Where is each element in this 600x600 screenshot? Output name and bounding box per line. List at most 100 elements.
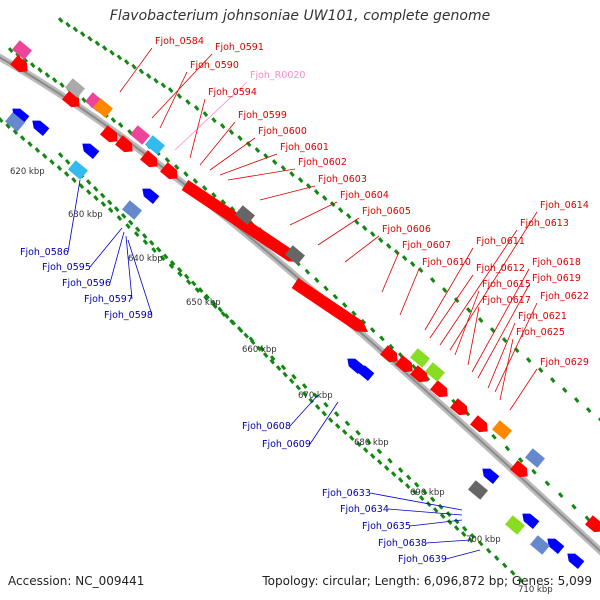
reverse-cds-arrow <box>32 120 50 136</box>
leader-line <box>445 549 481 560</box>
tick-dot <box>376 448 383 455</box>
tick-dot <box>85 179 92 185</box>
forward-cds-arrow <box>585 515 600 533</box>
tick-dot <box>361 225 368 231</box>
tick-dot <box>93 195 99 201</box>
tick-dot <box>65 21 71 28</box>
tick-dot <box>87 35 93 42</box>
tick-dot <box>493 555 500 561</box>
tick-dot <box>362 447 369 453</box>
leader-line <box>289 201 338 226</box>
tick-dot <box>549 377 556 383</box>
tick-dot <box>211 192 217 198</box>
tick-dot <box>167 87 174 93</box>
leader-line <box>127 239 153 316</box>
tick-dot <box>383 465 390 471</box>
gene-label: Fjoh_0633 <box>322 488 371 499</box>
tick-dot <box>230 319 236 326</box>
tick-dot <box>537 367 544 373</box>
gene-label: Fjoh_0608 <box>242 421 291 432</box>
tick-dot <box>123 59 130 65</box>
tick-dot <box>145 73 152 79</box>
leader-line <box>425 539 471 544</box>
tick-dot <box>409 261 416 267</box>
tick-dot <box>323 401 329 408</box>
tick-dot <box>133 231 140 237</box>
gene-label: Fjoh_0634 <box>340 504 389 515</box>
tick-dot <box>446 519 453 525</box>
tick-dot <box>275 365 282 371</box>
tick-dot <box>401 255 408 261</box>
label-leader-lines <box>67 47 538 560</box>
tick-dot <box>153 77 159 84</box>
gene-label: Fjoh_0604 <box>340 190 389 201</box>
tick-dot <box>44 72 51 78</box>
tick-dot <box>460 531 467 537</box>
tick-dot <box>597 417 600 423</box>
tick-dot <box>176 266 183 273</box>
forward-cds-arrow <box>100 125 118 143</box>
leader-line <box>189 98 206 159</box>
tick-dot <box>57 17 64 23</box>
forward-cds-arrow <box>410 365 428 383</box>
tick-dot <box>19 135 26 141</box>
leader-line <box>289 394 319 427</box>
scale-label: 700 kbp <box>466 535 501 545</box>
tick-dot <box>501 337 508 343</box>
tick-dot <box>437 503 444 510</box>
tick-dot <box>107 207 114 213</box>
cog-color-box <box>285 245 305 265</box>
leader-line <box>499 338 514 401</box>
tick-dot <box>585 407 592 413</box>
gene-label: Fjoh_0611 <box>476 236 525 247</box>
tick-dot <box>411 489 418 495</box>
gene-label: Fjoh_0600 <box>258 126 307 137</box>
scale-label: 670 kbp <box>298 391 333 401</box>
tick-dot <box>41 153 48 159</box>
tick-dot <box>245 141 252 147</box>
tick-dot <box>465 307 472 313</box>
cog-color-box <box>425 362 445 382</box>
tick-dot <box>369 231 376 237</box>
tick-dot <box>388 343 395 350</box>
tick-dot <box>173 164 180 170</box>
tick-dot <box>557 492 564 498</box>
gene-label: Fjoh_0584 <box>155 36 204 47</box>
tick-dot <box>151 247 157 253</box>
leader-line <box>259 185 316 201</box>
tick-dot <box>192 178 199 184</box>
tick-dot <box>254 147 261 153</box>
leader-line <box>317 217 360 246</box>
tick-dot <box>15 52 21 58</box>
reverse-cds-arrow <box>12 108 30 124</box>
tick-dot <box>477 540 484 547</box>
tick-dot <box>185 279 192 285</box>
tick-dot <box>134 226 141 233</box>
tick-dot <box>332 293 339 300</box>
forward-cds-arrow <box>10 55 28 73</box>
tick-dot <box>341 302 348 308</box>
forward-cds-arrow <box>450 398 468 416</box>
tick-dot <box>125 223 131 229</box>
gene-label: Fjoh_0597 <box>84 294 133 305</box>
gene-label: Fjoh_0622 <box>540 291 589 302</box>
leader-line <box>159 71 188 129</box>
tick-dot <box>249 339 256 345</box>
tick-dot <box>101 45 108 51</box>
tick-dot <box>282 371 288 378</box>
tick-dot <box>379 335 385 342</box>
leader-line <box>471 268 530 373</box>
tick-dot <box>377 237 384 243</box>
tick-dot <box>155 246 162 253</box>
scale-label: 630 kbp <box>68 210 103 220</box>
tick-dot <box>185 99 191 105</box>
tick-dot <box>417 267 424 273</box>
tick-dot <box>159 255 166 261</box>
tick-dot <box>397 467 404 473</box>
gene-label: Fjoh_0614 <box>540 200 589 211</box>
tick-dot <box>7 47 14 53</box>
leader-line <box>125 235 133 300</box>
tick-dot <box>194 287 201 293</box>
tick-dot <box>369 327 376 333</box>
tick-dot <box>5 123 11 129</box>
